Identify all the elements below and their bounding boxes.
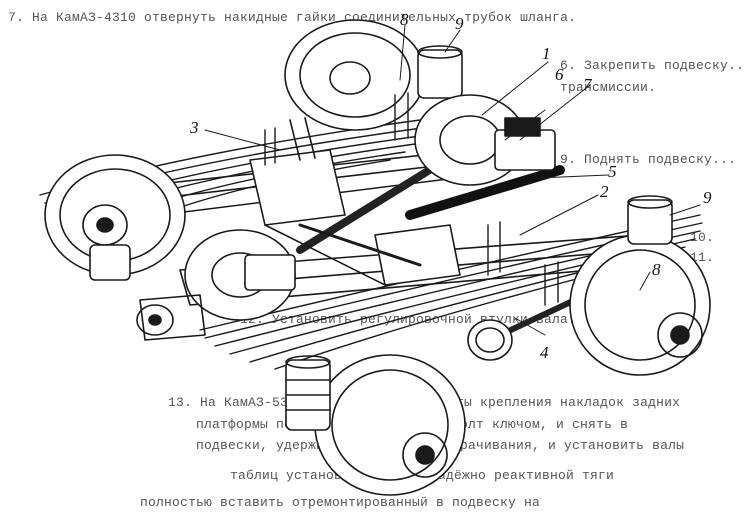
trunnion-bracket xyxy=(249,117,461,286)
callout-8b: 8 xyxy=(652,260,661,279)
callout-5: 5 xyxy=(608,162,617,181)
bg-text-line-6: 11. xyxy=(690,250,715,265)
callout-9b: 9 xyxy=(703,188,712,207)
hub-front-right xyxy=(569,234,711,376)
rear-differential xyxy=(414,94,556,186)
callout-2: 2 xyxy=(600,182,609,201)
front-differential xyxy=(184,229,296,321)
brake-chamber-bottom xyxy=(285,355,331,431)
bg-text-line-5: 10. xyxy=(690,230,715,245)
bg-text-line-7: 12. Установить регулировочной втулки вал… xyxy=(240,312,593,327)
u-bolts xyxy=(264,92,559,306)
brake-chamber-top xyxy=(417,45,463,99)
bg-text-line-1: 7. На КамАЗ-4310 отвернуть накидные гайк… xyxy=(8,10,577,25)
bg-text-line-12: полностью вставить отремонтированный в п… xyxy=(140,495,541,510)
leader-lines xyxy=(204,24,701,336)
drive-flange xyxy=(136,294,206,341)
callout-4: 4 xyxy=(540,343,549,362)
callout-8a: 8 xyxy=(400,10,409,29)
callout-7: 7 xyxy=(583,75,592,94)
cross-shaft xyxy=(298,223,422,267)
bg-text-line-3: трансмиссии. xyxy=(560,80,657,95)
bg-text-line-2: 6. Закрепить подвеску... xyxy=(560,58,744,73)
spring-cap xyxy=(467,319,513,361)
callout-3: 3 xyxy=(190,118,199,137)
hub-front-bottom xyxy=(314,354,466,496)
callout-1: 1 xyxy=(542,44,551,63)
callout-9a: 9 xyxy=(455,14,464,33)
brake-chamber-right xyxy=(627,195,673,245)
callout-6: 6 xyxy=(555,65,564,84)
bg-text-line-4: 9. Поднять подвеску... xyxy=(560,152,737,167)
brake-chamber-left xyxy=(89,244,131,281)
